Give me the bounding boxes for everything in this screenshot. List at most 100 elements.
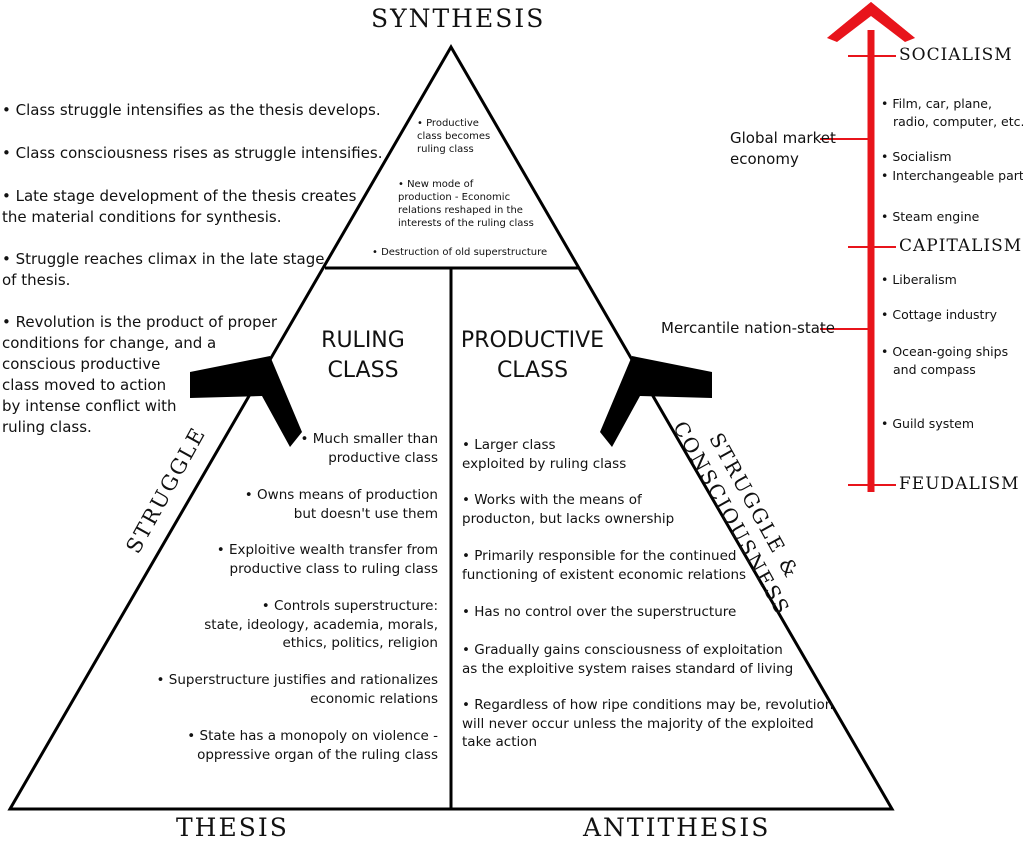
ruling-item: • Superstructure justifies and rationali…	[157, 671, 438, 708]
ruling-item-line: • State has a monopoly on violence -	[187, 728, 438, 744]
right-struggle-arrow	[600, 356, 712, 447]
productive-item-line: producton, but lacks ownership	[462, 510, 675, 527]
ruling-item: • Controls superstructure: state, ideolo…	[204, 597, 438, 653]
productive-item: • Larger class exploited by ruling class	[462, 436, 626, 473]
apex-item: • Destruction of old superstructure	[372, 246, 547, 259]
left-note-line: class moved to action	[2, 376, 167, 394]
timeline-item-line: radio, computer, etc.	[893, 114, 1023, 129]
apex-item-line: • Destruction of old superstructure	[372, 247, 548, 258]
timeline-item-line: • Ocean-going ships	[881, 344, 1009, 359]
timeline-item: • Cottage industry	[881, 306, 997, 324]
apex-item-line: • New mode of	[398, 179, 474, 190]
apex-item: • Productive class becomes ruling class	[417, 117, 490, 156]
productive-item-line: • Regardless of how ripe conditions may …	[462, 697, 834, 713]
ruling-item-line: • Exploitive wealth transfer from	[216, 542, 438, 558]
ruling-item-line: productive class	[328, 449, 438, 466]
left-note-line: • Revolution is the product of proper	[2, 313, 278, 331]
timeline-item-line: • Socialism	[881, 149, 952, 164]
productive-item-line: will never occur unless the majority of …	[462, 715, 814, 732]
left-struggle-arrow	[190, 356, 302, 447]
productive-item: • Works with the means of producton, but…	[462, 491, 674, 528]
left-note-line: • Class struggle intensifies as the thes…	[2, 101, 381, 119]
left-note: • Class struggle intensifies as the thes…	[2, 100, 383, 121]
ruling-item-line: but doesn't use them	[293, 505, 438, 522]
productive-item-line: • Works with the means of	[462, 492, 642, 508]
apex-item: • New mode of production - Economic rela…	[398, 178, 534, 230]
timeline-side-label: Mercantile nation-state	[661, 318, 835, 339]
antithesis-label: ANTITHESIS	[583, 813, 771, 842]
productive-heading-line: CLASS	[496, 358, 569, 383]
productive-item: • Gradually gains consciousness of explo…	[462, 641, 793, 678]
left-note-line: • Late stage development of the thesis c…	[2, 187, 357, 205]
apex-item-line: ruling class	[417, 144, 474, 155]
ruling-item-line: • Controls superstructure:	[261, 598, 438, 614]
productive-item-line: • Has no control over the superstructure	[462, 604, 737, 620]
synthesis-label: SYNTHESIS	[371, 4, 546, 33]
left-note-line: conscious productive	[2, 355, 161, 373]
ruling-item-line: • Owns means of production	[244, 487, 438, 503]
timeline-item-line: • Liberalism	[881, 272, 957, 287]
productive-item-line: • Larger class	[462, 437, 556, 453]
left-note-line: the material conditions for synthesis.	[2, 208, 282, 226]
left-notes: • Class struggle intensifies as the thes…	[2, 100, 383, 438]
left-note-line: • Struggle reaches climax in the late st…	[2, 250, 325, 268]
ruling-item-line: oppressive organ of the ruling class	[197, 746, 438, 763]
timeline-item-line: • Guild system	[881, 416, 974, 431]
ruling-item-line: ethics, politics, religion	[282, 635, 438, 651]
timeline-item-line: • Steam engine	[881, 209, 980, 224]
productive-class-heading: PRODUCTIVE CLASS	[460, 326, 605, 386]
ruling-item: • Owns means of production but doesn't u…	[245, 486, 438, 523]
left-note: • Struggle reaches climax in the late st…	[2, 249, 383, 291]
thesis-label: THESIS	[176, 813, 289, 842]
timeline-item: • Liberalism	[881, 271, 957, 289]
ruling-item: • Much smaller than productive class	[300, 430, 438, 467]
ruling-item-line: state, ideology, academia, morals,	[204, 616, 438, 633]
ruling-heading-line: CLASS	[327, 358, 399, 383]
ruling-item: • Exploitive wealth transfer from produc…	[217, 541, 438, 578]
timeline-item-line: • Film, car, plane,	[881, 96, 992, 111]
left-note: • Late stage development of the thesis c…	[2, 186, 383, 228]
timeline-stage-feudalism: FEUDALISM	[899, 474, 1020, 494]
timeline-arrowhead-fill	[827, 2, 915, 42]
timeline-stage-capitalism: CAPITALISM	[899, 236, 1023, 256]
ruling-heading-line: RULING	[321, 328, 405, 353]
timeline-item: • Interchangeable parts	[881, 167, 1023, 185]
productive-item: • Regardless of how ripe conditions may …	[462, 696, 833, 752]
timeline-item: • Ocean-going ships and compass	[881, 343, 1008, 379]
timeline-side-line: Global market	[730, 129, 836, 147]
ruling-item: • State has a monopoly on violence - opp…	[187, 727, 438, 764]
productive-item: • Has no control over the superstructure	[462, 603, 736, 622]
apex-item-line: production - Economic	[398, 192, 511, 203]
productive-item-line: • Primarily responsible for the continue…	[462, 548, 737, 564]
apex-item-line: • Productive	[417, 118, 479, 129]
ruling-item-line: • Superstructure justifies and rationali…	[156, 672, 438, 688]
timeline-item-line: • Cottage industry	[881, 307, 997, 322]
productive-item-line: exploited by ruling class	[462, 455, 627, 472]
left-note-line: • Class consciousness rises as struggle …	[2, 144, 383, 162]
apex-item-line: relations reshaped in the	[398, 205, 523, 216]
timeline-item: • Guild system	[881, 415, 974, 433]
timeline-item: • Socialism	[881, 148, 952, 166]
left-note-line: conditions for change, and a	[2, 334, 217, 352]
left-note: • Revolution is the product of proper co…	[2, 312, 383, 438]
left-note-line: ruling class.	[2, 418, 92, 436]
left-note-line: by intense conflict with	[2, 397, 177, 415]
timeline-item-line: and compass	[893, 362, 976, 377]
productive-heading-line: PRODUCTIVE	[460, 328, 605, 353]
timeline-item: • Steam engine	[881, 208, 979, 226]
ruling-class-heading: RULING CLASS	[318, 326, 408, 386]
ruling-item-line: economic relations	[310, 690, 438, 707]
ruling-item-line: • Much smaller than	[300, 431, 438, 447]
productive-item-line: take action	[462, 734, 538, 750]
apex-item-line: interests of the ruling class	[398, 218, 534, 229]
ruling-item-line: productive class to ruling class	[229, 560, 438, 577]
productive-item-line: as the exploitive system raises standard…	[462, 660, 794, 677]
left-note-line: of thesis.	[2, 271, 71, 289]
productive-item-line: functioning of existent economic relatio…	[462, 566, 747, 583]
timeline-item: • Film, car, plane, radio, computer, etc…	[881, 95, 1023, 131]
timeline-side-label: Global market economy	[730, 128, 836, 170]
apex-item-line: class becomes	[417, 131, 491, 142]
left-note: • Class consciousness rises as struggle …	[2, 143, 383, 164]
productive-item-line: • Gradually gains consciousness of explo…	[462, 642, 783, 658]
timeline-side-line: Mercantile nation-state	[661, 319, 836, 337]
